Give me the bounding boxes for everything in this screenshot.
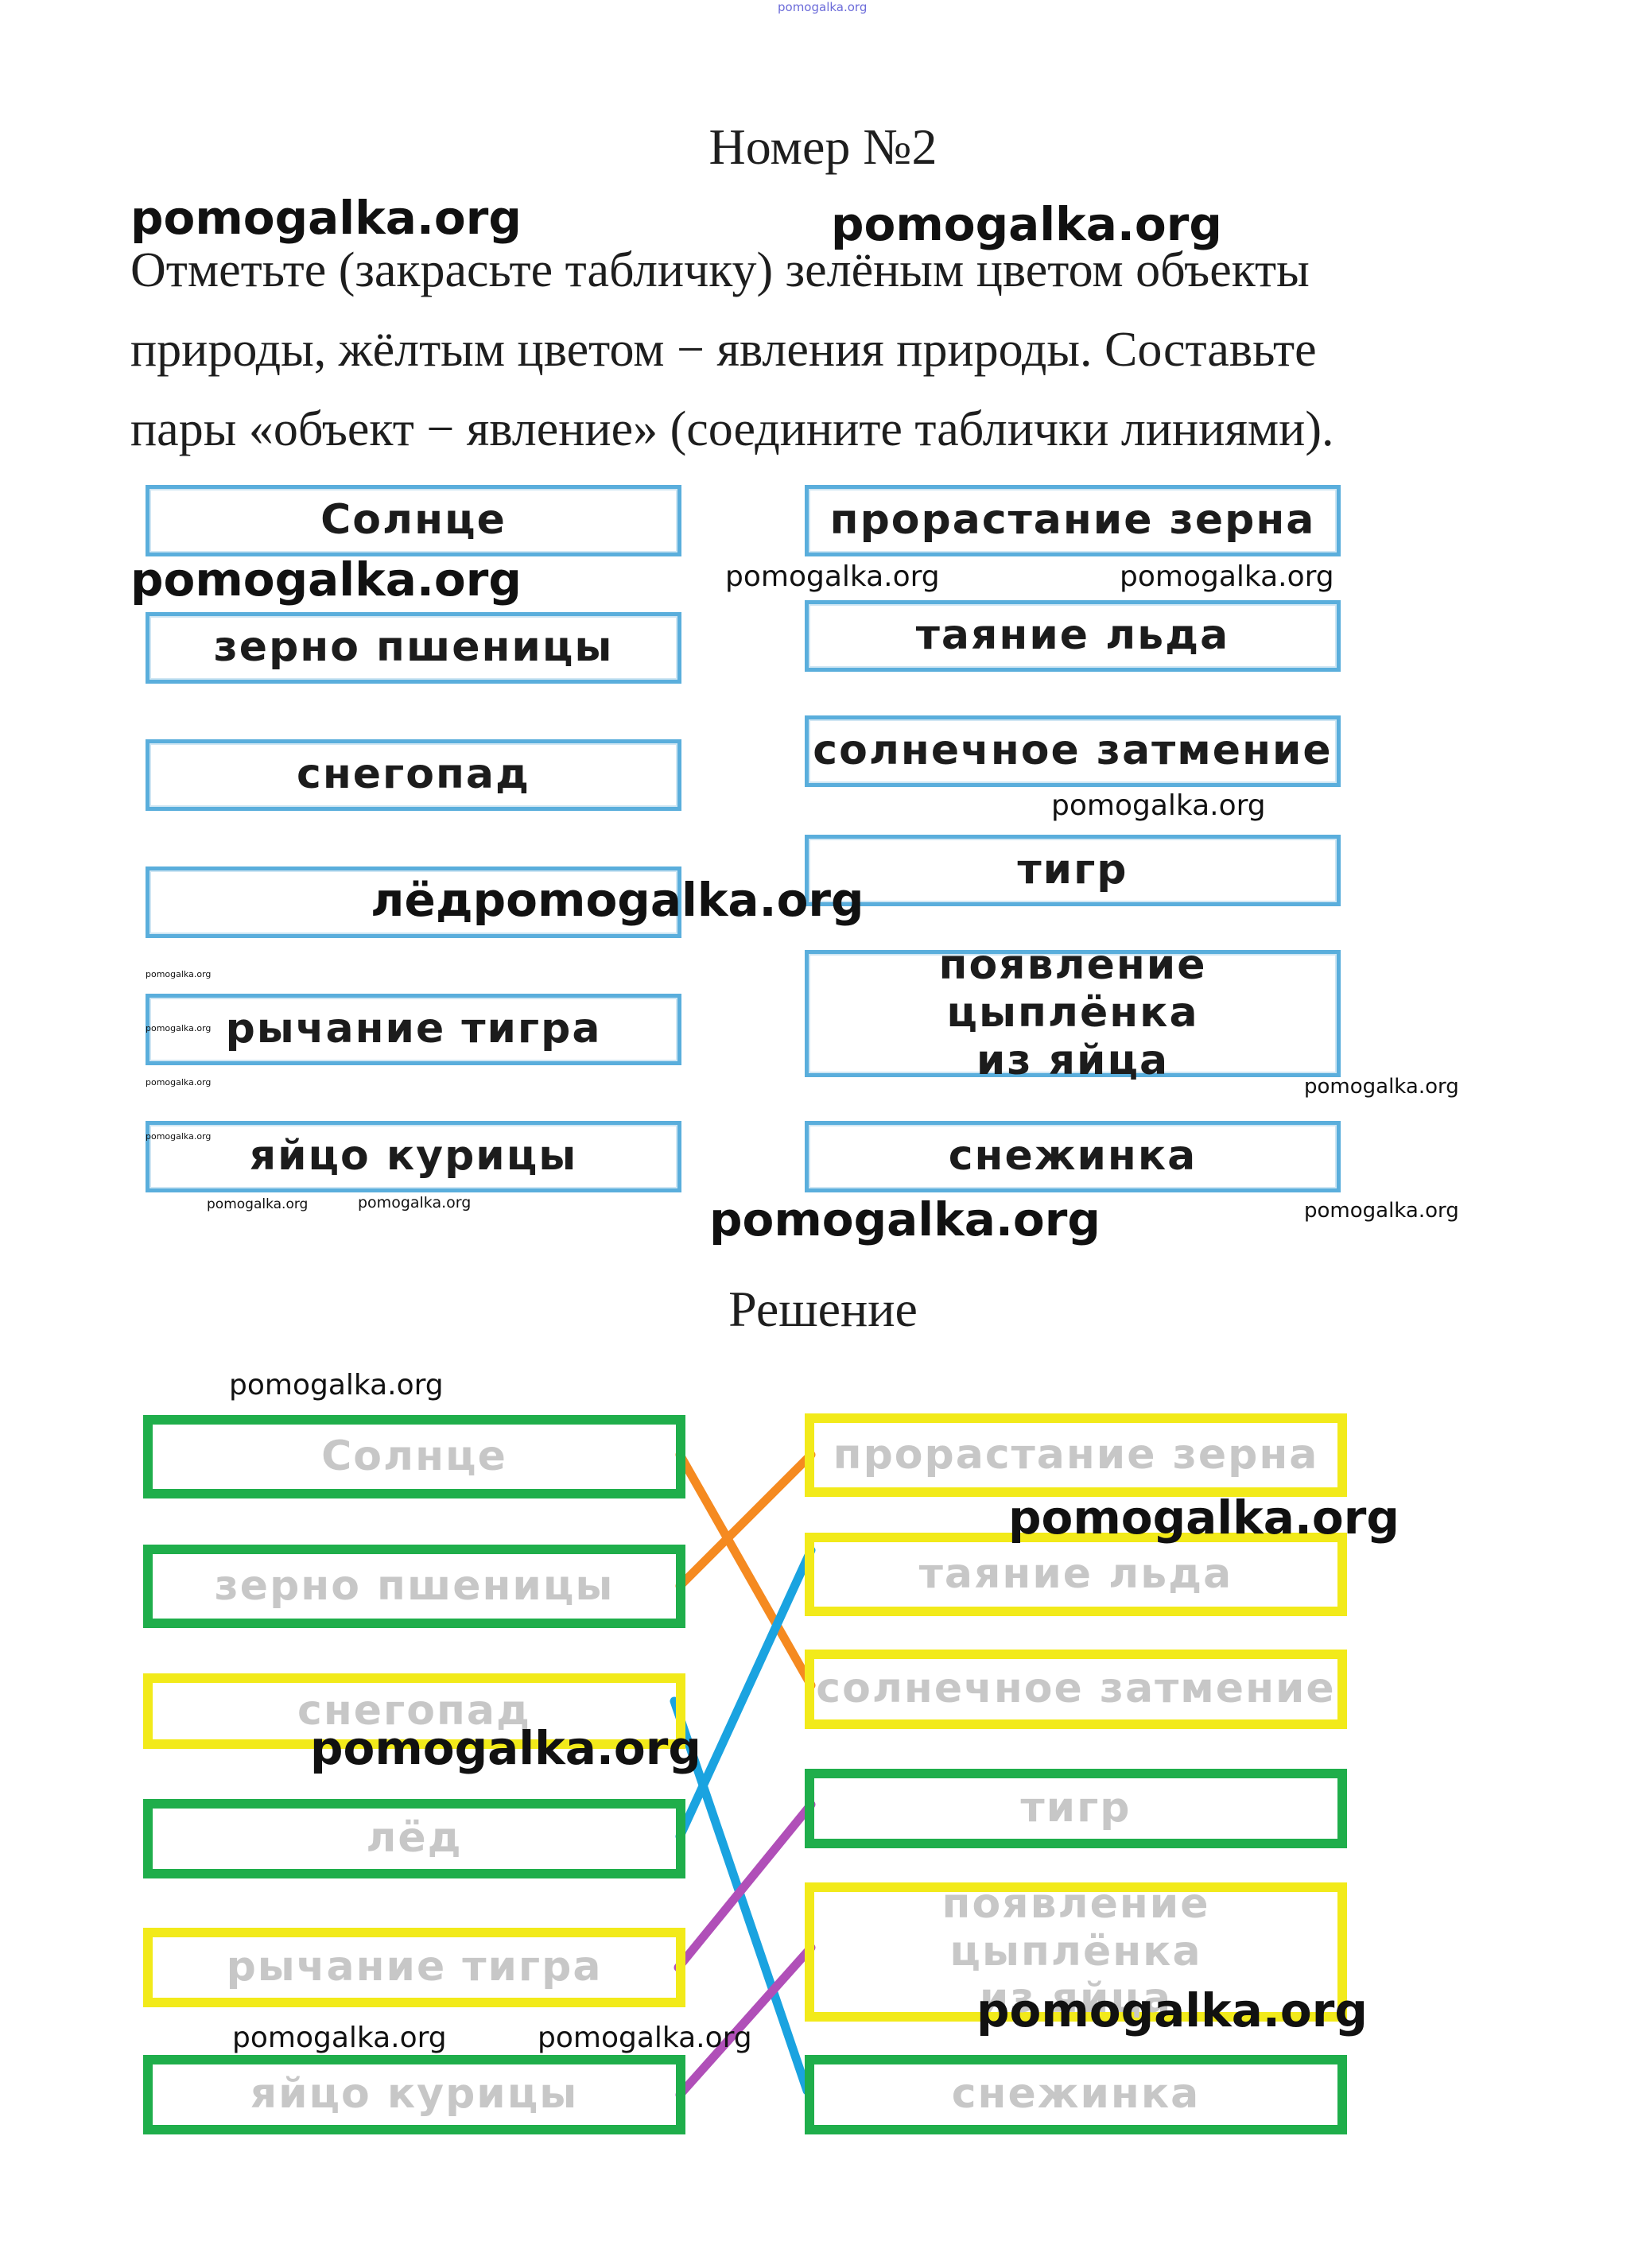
box-label: прорастание зерна [829,496,1316,545]
link-ice-melting [675,1545,816,1841]
box-label-line-1: появление цыплёнка [941,1879,1210,1975]
solution-box-snowfall: снегопад [143,1673,685,1749]
box-label: рычание тигра [225,1005,602,1053]
watermark: pomogalka.org [1051,789,1266,822]
box-label: тигр [1020,1784,1132,1832]
watermark: pomogalka.org [1008,1491,1399,1545]
box-label: Солнце [320,496,507,545]
box-label: таяние льда [915,611,1230,660]
exercise-box-solar-eclipse: солнечное затмение [805,715,1341,787]
solution-box-ice: лёд [143,1799,685,1878]
watermark: pomogalka.org [725,560,940,593]
box-label: снежинка [951,2070,1201,2119]
exercise-box-tiger-roar: рычание тигра [146,994,681,1065]
box-label: Солнце [321,1432,507,1480]
watermark: pomogalka.org [146,1023,212,1033]
solution-box-sun: Солнце [143,1415,685,1498]
watermark: pomogalka.org [831,197,1222,251]
watermark: pomogalka.org [1120,560,1334,593]
exercise-box-chicken-egg: яйцо курицы [146,1121,681,1192]
solution-box-chicken-egg: яйцо курицы [143,2055,685,2134]
box-label: рычание тигра [226,1943,603,1991]
solution-box-solar-eclipse: солнечное затмение [805,1650,1347,1729]
link-sun-eclipse [675,1450,816,1690]
watermark: pomogalka.org [130,191,522,245]
box-label: яйцо курицы [249,1132,578,1181]
exercise-box-sun: Солнце [146,485,681,556]
box-label-line-2: из яйца [976,1036,1170,1084]
box-label: яйцо курицы [250,2070,579,2119]
top-site-link[interactable]: pomogalka.org [778,0,868,14]
watermark: pomogalka.org [1304,1199,1459,1223]
solution-box-tiger: тигр [805,1769,1347,1848]
exercise-box-wheat-grain: зерно пшеницы [146,612,681,684]
task-line-1: Отметьте (закрасьте табличку) зелёным цв… [130,243,1310,297]
watermark: pomogalka.org [976,1983,1368,2037]
task-line-3: пары «объект − явление» (соедините табли… [130,402,1334,456]
watermark: pomogalka.org [229,1369,444,1402]
box-label: снегопад [297,1686,531,1735]
solution-box-tiger-roar: рычание тигра [143,1928,685,2007]
watermark: pomogalka.org [146,969,212,979]
box-label: лёд [366,1814,463,1863]
watermark: pomogalka.org [130,552,522,607]
box-label-line-2: из яйца [979,1975,1173,2023]
box-label: солнечное затмение [816,1665,1336,1713]
solution-heading: Решение [728,1281,918,1337]
watermark: pomogalka.org [1304,1075,1459,1099]
box-label-line-1: появление цыплёнка [938,941,1207,1037]
link-tiger-roar [674,1800,816,1972]
box-label: прорастание зерна [833,1430,1319,1479]
link-grain-sprouting [675,1450,816,1591]
link-egg-chick [675,1943,816,2099]
watermark: pomogalka.org [146,1077,212,1087]
page-title: Номер №2 [708,118,938,175]
exercise-box-ice [146,866,681,938]
watermark: pomogalka.org [709,1192,1101,1246]
box-label: тигр [1017,846,1128,894]
box-label: снежинка [948,1132,1198,1181]
solution-box-snowflake: снежинка [805,2055,1347,2134]
solution-box-wheat-grain: зерно пшеницы [143,1545,685,1628]
box-label: зерно пшеницы [214,1561,615,1610]
watermark: pomogalka.org [538,2022,752,2054]
watermark: pomogalka.org [232,2022,447,2054]
watermark: pomogalka.org [207,1196,309,1212]
solution-box-grain-sprouting: прорастание зерна [805,1413,1347,1497]
box-label: солнечное затмение [813,727,1333,775]
exercise-box-ice-melting: таяние льда [805,600,1341,672]
exercise-box-snowfall: снегопад [146,739,681,811]
solution-box-ice-melting: таяние льда [805,1533,1347,1616]
box-label: таяние льда [918,1549,1233,1598]
watermark: pomogalka.org [310,1721,701,1775]
watermark-ice-merged: лёдpomogalka.org [371,873,864,927]
exercise-box-tiger: тигр [805,835,1341,906]
exercise-box-grain-sprouting: прорастание зерна [805,485,1341,556]
exercise-box-snowflake: снежинка [805,1121,1341,1192]
task-line-2: природы, жёлтым цветом − явления природы… [130,323,1317,377]
box-label: зерно пшеницы [213,623,614,672]
watermark: pomogalka.org [358,1194,472,1212]
watermark: pomogalka.org [146,1131,212,1142]
box-label: снегопад [297,750,530,799]
